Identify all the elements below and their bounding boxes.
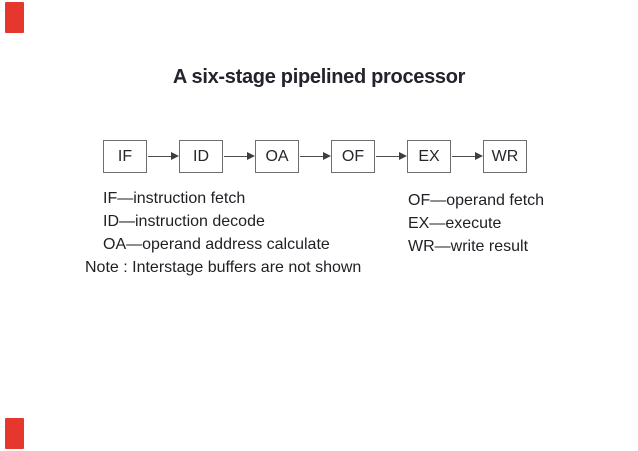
legend-item-if: IF—instruction fetch (103, 190, 246, 207)
legend-column-right: OF—operand fetch EX—execute WR—write res… (408, 189, 544, 258)
flow-arrow-icon (299, 140, 331, 173)
red-marker-top (5, 2, 24, 33)
legend-item-oa: OA—operand address calculate (103, 236, 330, 253)
legend-item-id: ID—instruction decode (103, 213, 265, 230)
page-title: A six-stage pipelined processor (172, 66, 466, 88)
legend-item-of: OF—operand fetch (408, 192, 545, 209)
legend-item-wr: WR—write result (408, 238, 529, 255)
red-marker-bottom (5, 418, 24, 449)
flow-arrow-icon (451, 140, 483, 173)
stage-box-wr: WR (483, 140, 527, 173)
flow-arrow-icon (223, 140, 255, 173)
stage-box-of: OF (331, 140, 375, 173)
stage-box-oa: OA (255, 140, 299, 173)
pipeline-diagram: IF ID OA OF EX WR (103, 140, 527, 173)
legend-item-ex: EX—execute (408, 215, 502, 232)
flow-arrow-icon (375, 140, 407, 173)
note-text: Note : Interstage buffers are not shown (85, 259, 362, 276)
stage-box-ex: EX (407, 140, 451, 173)
legend-column-left: IF—instruction fetch ID—instruction deco… (103, 187, 330, 256)
flow-arrow-icon (147, 140, 179, 173)
stage-box-if: IF (103, 140, 147, 173)
stage-box-id: ID (179, 140, 223, 173)
